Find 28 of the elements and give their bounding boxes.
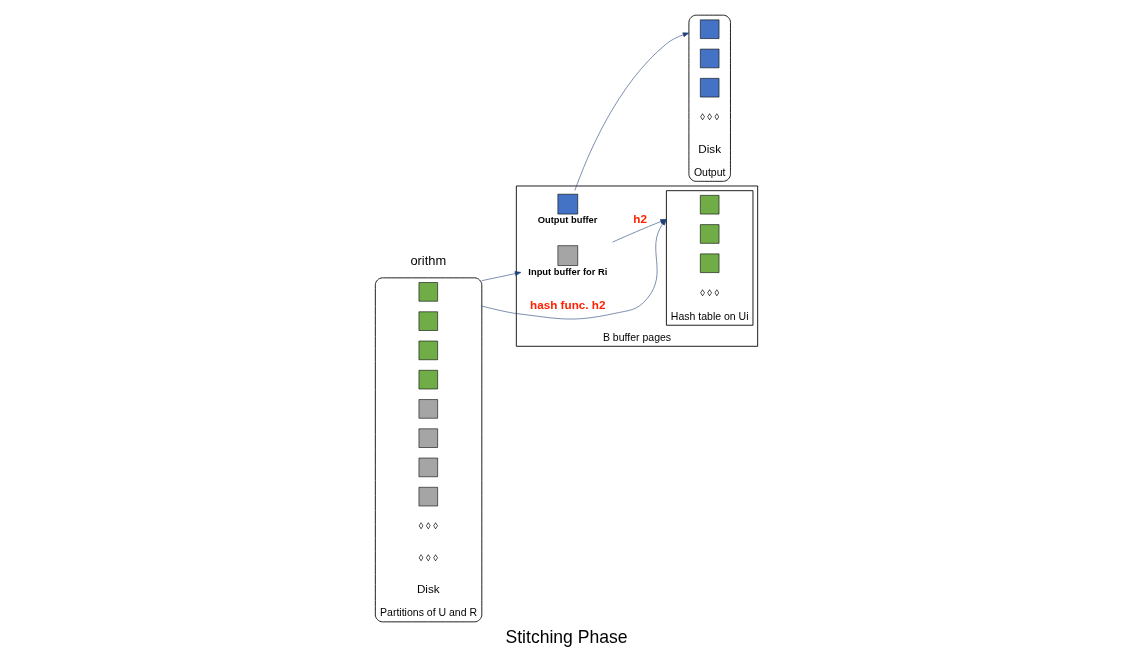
node-box <box>418 370 438 390</box>
arrow <box>574 32 690 191</box>
node-box <box>418 487 438 507</box>
node-label: Disk <box>416 582 440 596</box>
label: ◊ ◊ ◊ <box>700 287 720 298</box>
label: ◊ ◊ ◊ <box>418 521 438 532</box>
node-box <box>700 253 720 273</box>
arrow <box>481 271 522 281</box>
node-label: Input buffer for Ri <box>528 266 608 277</box>
node-box <box>700 78 720 98</box>
node-box <box>418 457 438 478</box>
node-box <box>418 311 438 331</box>
node-box <box>700 224 720 244</box>
node-box <box>418 282 438 302</box>
diagram-title: Stitching Phase <box>505 626 628 647</box>
label: ◊ ◊ ◊ <box>700 112 720 123</box>
node-label: Disk <box>698 141 722 155</box>
edge-label: h2 <box>633 212 647 226</box>
label: orithm <box>410 252 447 268</box>
label: ◊ ◊ ◊ <box>418 552 438 563</box>
node-box <box>418 399 438 419</box>
node-box <box>418 340 438 361</box>
node-box <box>700 195 720 215</box>
node-box <box>700 48 720 69</box>
node-box <box>418 428 438 448</box>
node-label: Output buffer <box>537 215 598 226</box>
node-box <box>700 19 720 39</box>
edge-label: hash func. h2 <box>530 298 606 312</box>
